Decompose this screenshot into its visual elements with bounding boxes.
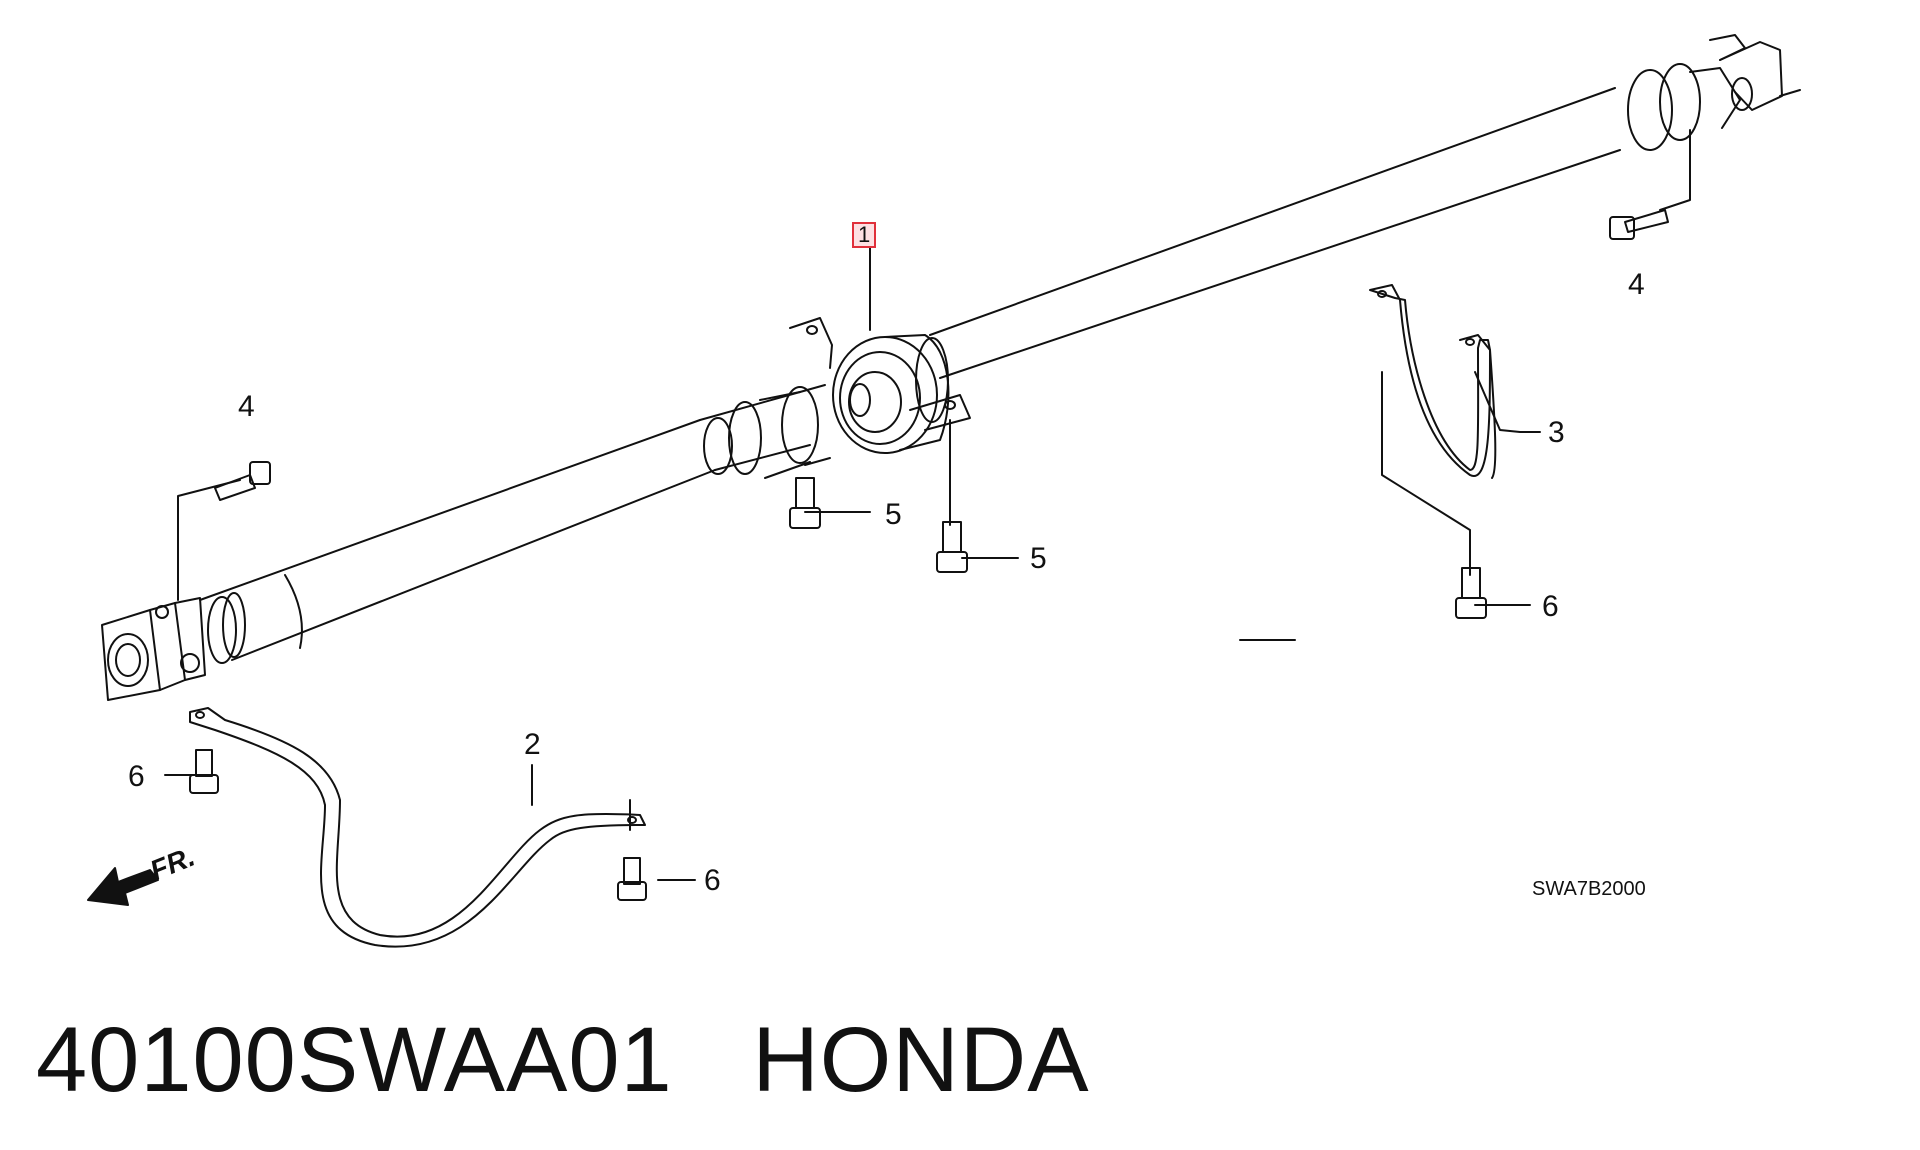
callout-6-left-top[interactable]: 6 (128, 760, 145, 793)
rear-flange-yoke[interactable] (1627, 34, 1801, 151)
front-shaft-tube (199, 419, 716, 661)
callout-5-right[interactable]: 5 (1030, 542, 1047, 575)
callout-4-right[interactable]: 4 (1628, 268, 1645, 301)
bolt-6-left-top[interactable] (189, 749, 219, 794)
front-direction-arrow-icon (87, 867, 159, 906)
callout-3[interactable]: 3 (1548, 416, 1565, 449)
rear-shaft-tube (929, 87, 1621, 379)
slip-joint (699, 384, 831, 479)
bolt-4-left[interactable] (214, 461, 271, 501)
part-number: 40100SWAA01 (36, 1009, 673, 1111)
callout-6-right[interactable]: 6 (1542, 590, 1559, 623)
callout-6-left-bottom[interactable]: 6 (704, 864, 721, 897)
bolt-4-right[interactable] (1609, 209, 1669, 240)
callout-5-left[interactable]: 5 (885, 498, 902, 531)
bolt-6-right[interactable] (1455, 567, 1487, 619)
bracket-2[interactable] (189, 707, 646, 948)
front-flange-yoke[interactable] (101, 592, 246, 701)
diagram-code: SWA7B2000 (1532, 878, 1646, 900)
bolt-5-right[interactable] (936, 521, 968, 573)
center-bearing[interactable] (789, 317, 971, 454)
callout-2[interactable]: 2 (524, 728, 541, 761)
callout-4-left[interactable]: 4 (238, 390, 255, 423)
bolt-5-left[interactable] (789, 477, 821, 529)
callout-1[interactable]: 1 (852, 222, 877, 248)
leader-lines (164, 129, 1691, 881)
bolt-6-left-bottom[interactable] (617, 857, 647, 901)
brand-name: HONDA (752, 1009, 1090, 1111)
bracket-3[interactable] (1369, 284, 1497, 479)
part-caption: 40100SWAA01 HONDA (36, 1008, 1090, 1113)
